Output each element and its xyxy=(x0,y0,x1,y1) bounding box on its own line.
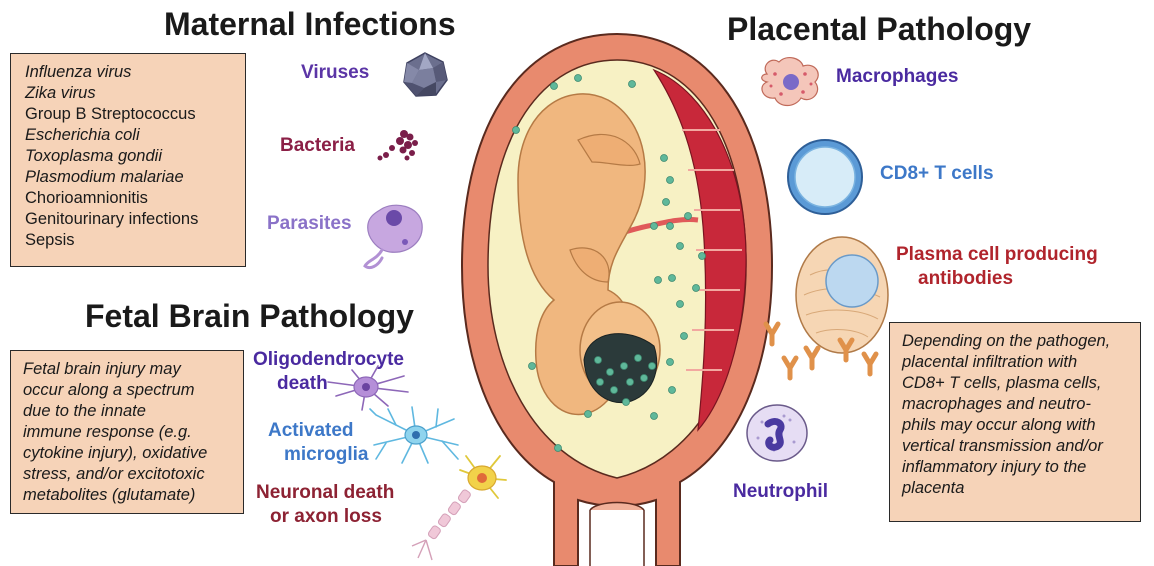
maternal-item: Plasmodium malariae xyxy=(25,167,245,188)
heading-fetal-brain-pathology: Fetal Brain Pathology xyxy=(85,298,414,335)
maternal-item: Group B Streptococcus xyxy=(25,104,245,125)
uterus-fetus-illustration xyxy=(458,30,776,566)
label-line: Neuronal death xyxy=(256,481,394,505)
label-viruses: Viruses xyxy=(301,61,369,85)
placental-text-line: placental infiltration with xyxy=(902,352,1140,373)
fetal-brain-text-line: metabolites (glutamate) xyxy=(23,485,243,506)
label-activated-microglia: Activated microglia xyxy=(268,419,368,467)
maternal-item: Chorioamnionitis xyxy=(25,188,245,209)
fetal-brain-box: Fetal brain injury may occur along a spe… xyxy=(10,350,244,514)
fetal-brain-text-line: stress, and/or excitotoxic xyxy=(23,464,243,485)
maternal-item: Zika virus xyxy=(25,83,245,104)
placental-pathology-box: Depending on the pathogen, placental inf… xyxy=(889,322,1141,522)
heading-maternal-infections: Maternal Infections xyxy=(164,6,456,43)
maternal-item: Sepsis xyxy=(25,230,245,251)
label-line: antibodies xyxy=(918,267,1098,291)
fetal-brain-text-line: due to the innate xyxy=(23,401,243,422)
label-neutrophil: Neutrophil xyxy=(733,480,828,504)
placental-text-line: Depending on the pathogen, xyxy=(902,331,1140,352)
maternal-infections-box: Influenza virus Zika virus Group B Strep… xyxy=(10,53,246,267)
macrophage-icon xyxy=(757,52,827,112)
label-bacteria: Bacteria xyxy=(280,134,355,158)
maternal-item: Escherichia coli xyxy=(25,125,245,146)
placental-text-line: phils may occur along with xyxy=(902,415,1140,436)
maternal-item: Toxoplasma gondii xyxy=(25,146,245,167)
placental-text-line: placenta xyxy=(902,478,1140,499)
placental-text-line: inflammatory injury to the xyxy=(902,457,1140,478)
placental-text-line: vertical transmission and/or xyxy=(902,436,1140,457)
fetal-brain-text-line: cytokine injury), oxidative xyxy=(23,443,243,464)
placental-text-line: macrophages and neutro- xyxy=(902,394,1140,415)
maternal-item: Influenza virus xyxy=(25,62,245,83)
maternal-item: Genitourinary infections xyxy=(25,209,245,230)
label-line: Activated xyxy=(268,419,368,443)
fetal-brain-text-line: immune response (e.g. xyxy=(23,422,243,443)
placental-text-line: CD8+ T cells, plasma cells, xyxy=(902,373,1140,394)
fetal-brain-text-line: Fetal brain injury may xyxy=(23,359,243,380)
bacteria-icon xyxy=(372,128,422,168)
label-line: Plasma cell producing xyxy=(896,243,1098,267)
virus-icon xyxy=(400,50,450,100)
fetal-brain-text-line: occur along a spectrum xyxy=(23,380,243,401)
label-macrophages: Macrophages xyxy=(836,65,958,89)
label-plasma-cell: Plasma cell producing antibodies xyxy=(896,243,1098,291)
neutrophil-icon xyxy=(744,402,810,464)
cd8-t-cell-icon xyxy=(785,137,865,217)
label-parasites: Parasites xyxy=(267,212,352,236)
label-line: microglia xyxy=(284,443,368,467)
parasite-icon xyxy=(360,200,440,272)
label-line: or axon loss xyxy=(270,505,394,529)
antibodies-icon xyxy=(752,318,892,388)
label-cd8-t-cells: CD8+ T cells xyxy=(880,162,994,186)
label-neuronal-death: Neuronal death or axon loss xyxy=(256,481,394,529)
